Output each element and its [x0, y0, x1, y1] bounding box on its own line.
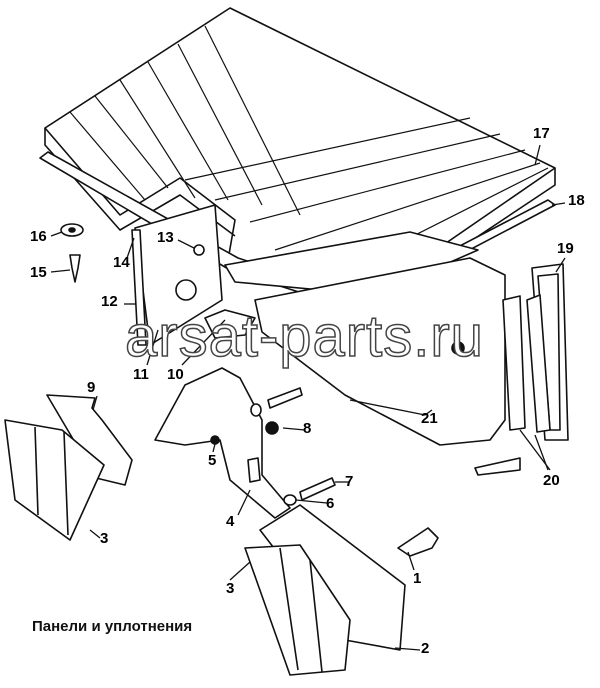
callout-13: 13 [157, 229, 174, 246]
housing [254, 257, 506, 446]
bracket-panel [154, 367, 291, 519]
seal-block [204, 309, 256, 339]
callout-4: 4 [226, 513, 235, 530]
watermark: arsat-parts.ru [124, 304, 484, 369]
clip-1 [397, 527, 439, 557]
callout-12: 12 [101, 293, 118, 310]
callout-14: 14 [113, 254, 130, 271]
callout-2: 2 [421, 640, 430, 657]
diagram-caption: Панели и уплотнения [32, 618, 193, 635]
callout-19: 19 [557, 240, 574, 257]
bolt-8 [267, 387, 303, 409]
callout-3-left: 3 [100, 530, 109, 547]
callout-3-right: 3 [226, 580, 235, 597]
panel-9 [46, 394, 133, 486]
callout-11: 11 [133, 366, 149, 383]
callout-21: 21 [421, 410, 438, 427]
callout-16: 16 [30, 228, 47, 245]
callout-6: 6 [326, 495, 335, 512]
callout-1: 1 [413, 570, 422, 587]
bolt-15 [69, 254, 81, 283]
callout-8: 8 [303, 420, 312, 437]
callout-20: 20 [543, 472, 560, 489]
washer-6 [283, 494, 297, 506]
bolt-7 [299, 477, 336, 501]
callout-5: 5 [208, 452, 217, 469]
gasket-20 [502, 295, 526, 431]
callout-7: 7 [345, 473, 354, 490]
callout-18: 18 [568, 192, 585, 209]
callout-9: 9 [87, 379, 96, 396]
panel-3-left [4, 419, 105, 541]
bolt-13 [193, 244, 205, 256]
roof-panel [44, 7, 556, 306]
callout-10: 10 [167, 366, 184, 383]
leader-lines [50, 144, 566, 651]
side-panel [134, 204, 223, 346]
callout-15: 15 [30, 264, 47, 281]
callout-17: 17 [533, 125, 550, 142]
panel-3-right [244, 544, 351, 676]
